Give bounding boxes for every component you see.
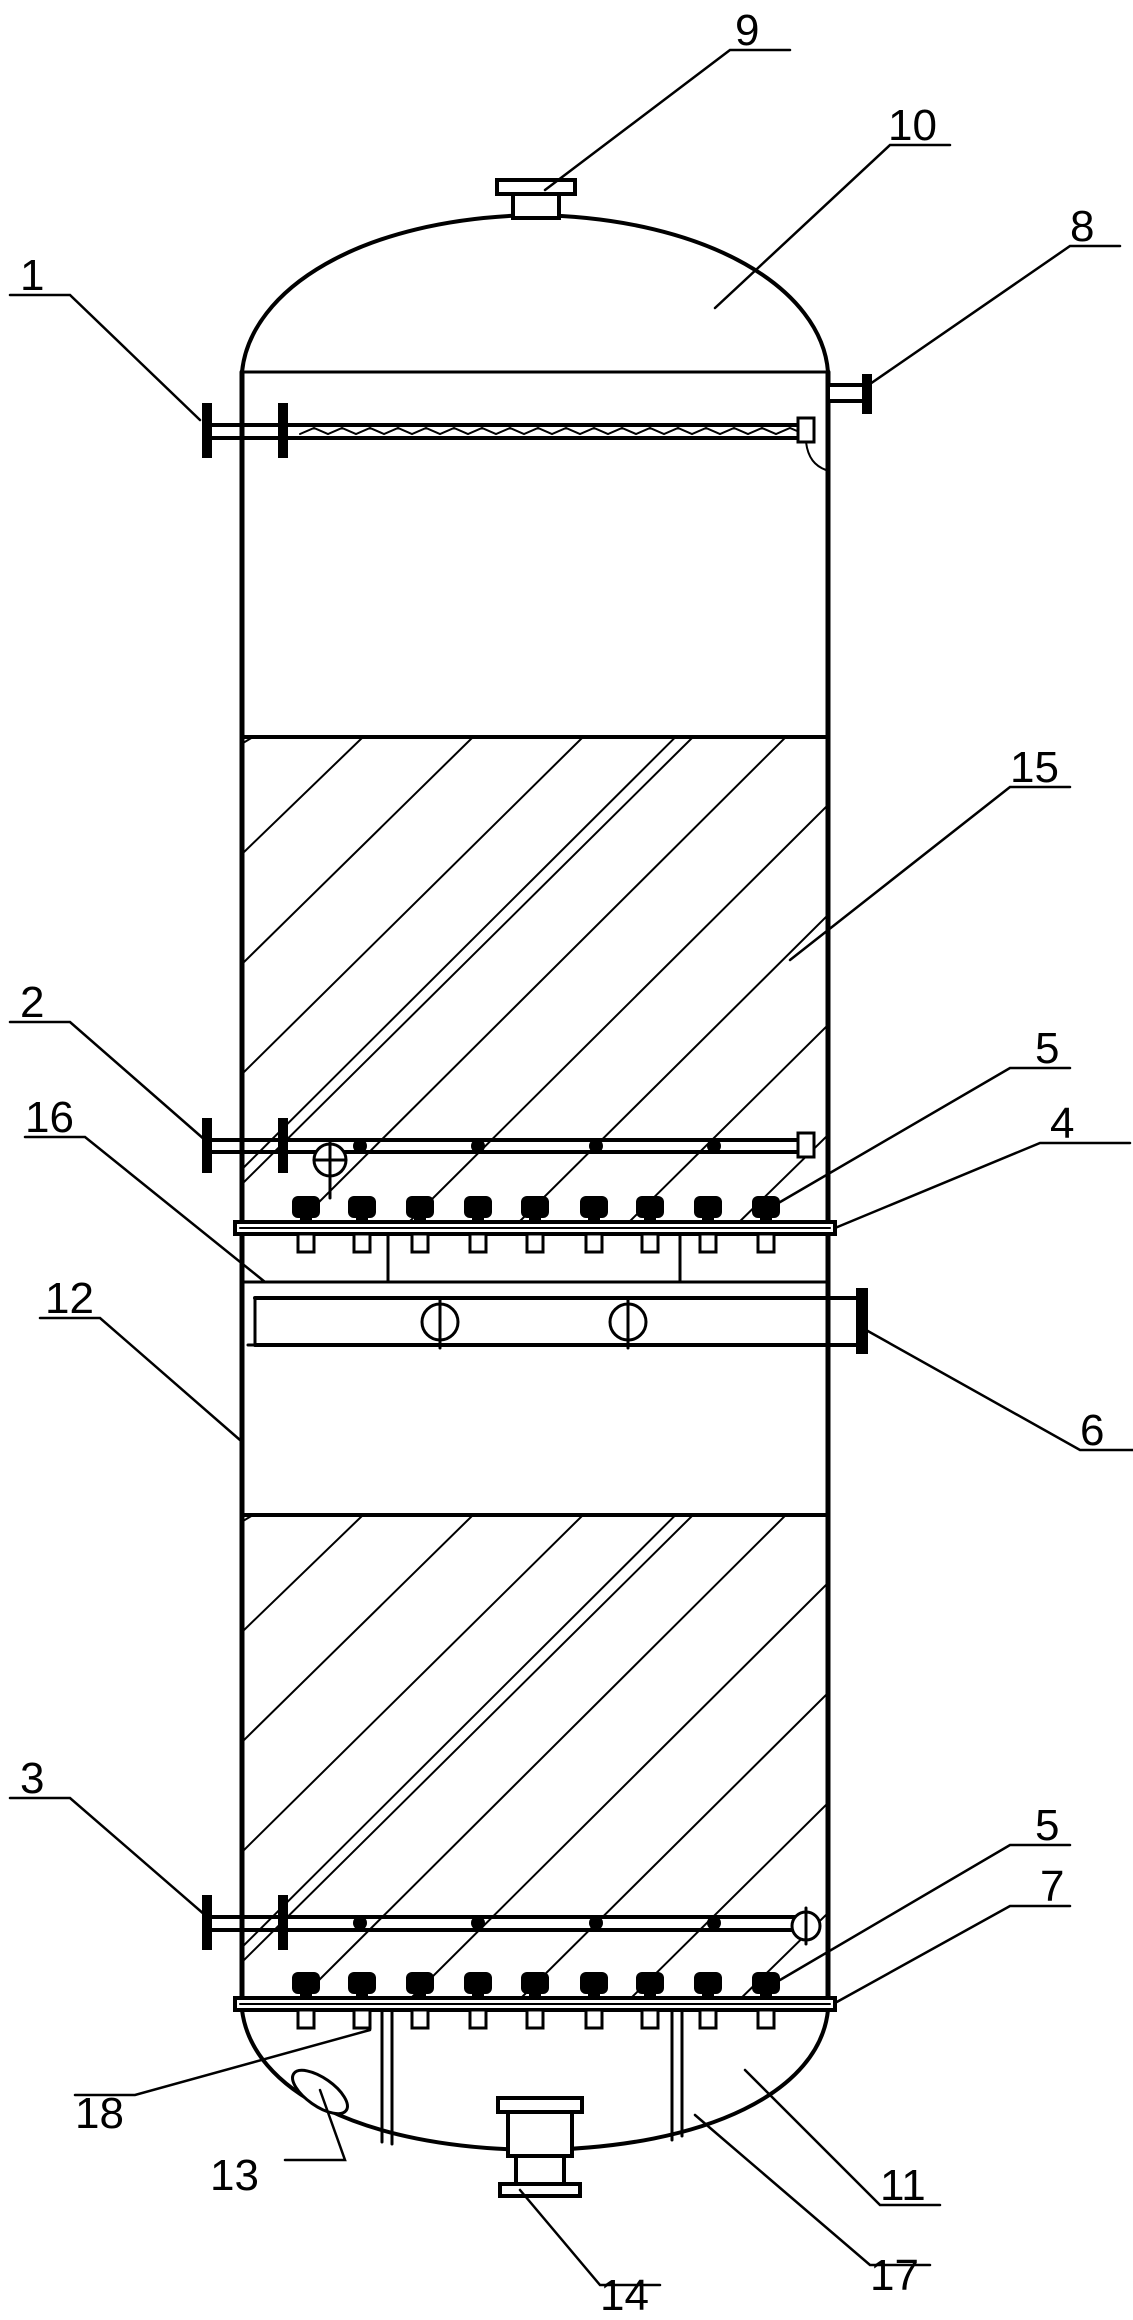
support-tray-7 [233, 1972, 837, 2030]
label-5-lower: 5 [1035, 1801, 1059, 1850]
bubble-caps-upper [292, 1196, 780, 1254]
bubble-caps-lower [292, 1972, 780, 2030]
label-5-upper: 5 [1035, 1024, 1059, 1073]
top-vent-nozzle [495, 178, 577, 220]
label-1: 1 [20, 251, 44, 300]
label-13: 13 [210, 2151, 259, 2200]
inlet-pipe-1 [202, 403, 827, 471]
label-17: 17 [870, 2251, 919, 2300]
label-14: 14 [600, 2271, 649, 2320]
bottom-supports [380, 2008, 684, 2146]
label-8: 8 [1070, 202, 1094, 251]
label-6: 6 [1080, 1406, 1104, 1455]
upper-packed-bed [240, 735, 830, 1231]
leader-lines [8, 48, 1133, 2287]
label-16: 16 [25, 1093, 74, 1142]
part-labels: 1 2 3 4 5 5 6 7 8 9 10 11 12 13 14 15 16… [20, 6, 1104, 2320]
label-18: 18 [75, 2089, 124, 2138]
feed-pipe-6 [246, 1288, 868, 1354]
inlet-pipe-3 [202, 1895, 822, 1950]
lower-packed-bed [240, 1513, 830, 2009]
bottom-outlet-nozzle [496, 2096, 584, 2198]
label-2: 2 [20, 978, 44, 1027]
label-15: 15 [1010, 743, 1059, 792]
distributor-tray-4 [233, 1196, 837, 1284]
inlet-pipe-2 [202, 1118, 816, 1200]
label-9: 9 [735, 6, 759, 55]
top-head [240, 212, 830, 374]
label-7: 7 [1040, 1862, 1064, 1911]
label-4: 4 [1050, 1099, 1074, 1148]
label-3: 3 [20, 1754, 44, 1803]
label-12: 12 [45, 1274, 94, 1323]
label-11: 11 [880, 2161, 926, 2210]
side-nozzle-8 [826, 374, 872, 414]
label-10: 10 [888, 101, 937, 150]
